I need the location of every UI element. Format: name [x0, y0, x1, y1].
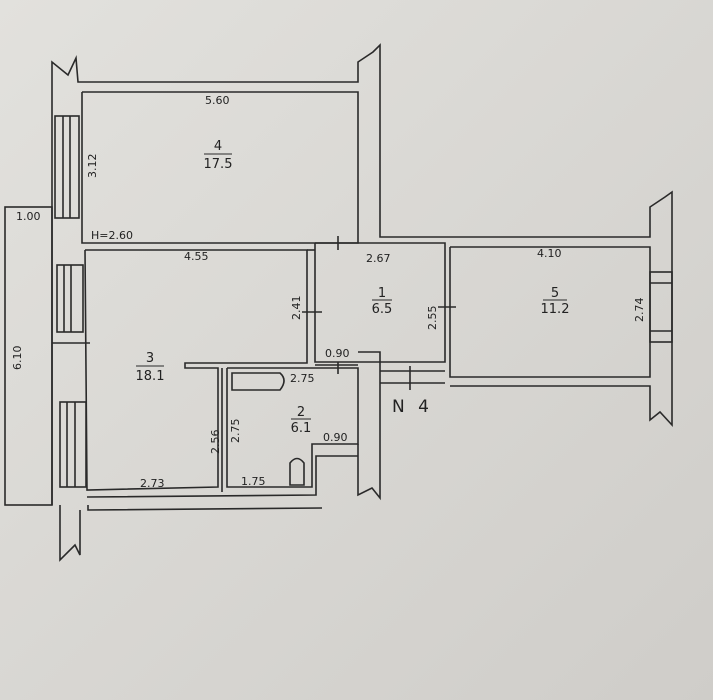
dim-room4-depth: 3.12	[86, 154, 99, 179]
apartment-number: N 4	[392, 397, 429, 417]
dim-balcony-width: 1.00	[16, 210, 41, 223]
walls	[4, 43, 673, 562]
toilet-icon	[289, 457, 305, 486]
svg-text:6.1: 6.1	[291, 421, 312, 436]
dim-room3-inner: 2.41	[290, 296, 303, 321]
svg-text:18.1: 18.1	[136, 369, 165, 384]
room-5-walls	[449, 246, 651, 378]
dim-room3-side: 2.56	[209, 430, 222, 455]
room-2-walls	[226, 367, 359, 488]
room-2-label: 2 6.1	[291, 405, 312, 436]
dim-room1-depth: 2.55	[426, 306, 439, 331]
dim-room1-width: 2.67	[366, 252, 391, 265]
svg-text:2: 2	[297, 405, 305, 420]
balcony	[4, 206, 53, 506]
dim-bath-top: 2.75	[290, 372, 315, 385]
dim-room4-width: 5.60	[205, 94, 230, 107]
room-3-label: 3 18.1	[136, 351, 165, 384]
svg-text:3: 3	[146, 351, 154, 366]
room-4-label: 4 17.5	[204, 139, 233, 172]
bottom-inner-wall	[86, 455, 358, 498]
dim-bath-bottom: 1.75	[241, 475, 266, 488]
column	[357, 351, 381, 501]
dim-room5-width: 4.10	[537, 247, 562, 260]
bathtub-icon	[231, 372, 285, 391]
svg-text:11.2: 11.2	[541, 302, 570, 317]
dim-room5-depth: 2.74	[633, 298, 646, 323]
svg-text:6.5: 6.5	[372, 302, 393, 317]
svg-text:4: 4	[214, 139, 222, 154]
dim-room3-top: 4.55	[184, 250, 209, 263]
windows	[54, 115, 673, 488]
room-3-walls	[84, 249, 308, 491]
bottom-outer-wall	[87, 505, 323, 511]
dim-room3-bottom: 2.73	[140, 477, 165, 490]
dim-bath-side: 2.75	[229, 419, 242, 444]
room-1-walls	[314, 242, 446, 363]
dim-door2: 0.90	[323, 431, 348, 444]
ceiling-height: H=2.60	[91, 229, 133, 242]
outer-wall	[51, 43, 673, 505]
room-5-label: 5 11.2	[541, 286, 570, 317]
dim-door1: 0.90	[325, 347, 350, 360]
svg-text:1: 1	[378, 286, 386, 301]
svg-text:5: 5	[551, 286, 559, 301]
room-1-label: 1 6.5	[372, 286, 393, 317]
labels: 5.60 3.12 1.00 6.10 H=2.60 4.55 2.41 2.6…	[11, 94, 646, 490]
dim-balcony-length: 6.10	[11, 346, 24, 371]
svg-text:17.5: 17.5	[204, 157, 233, 172]
